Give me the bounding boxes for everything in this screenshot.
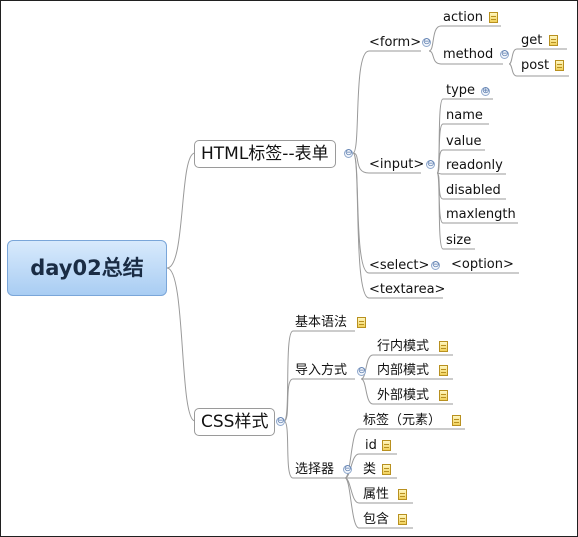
note-icon — [439, 390, 448, 401]
node-input-attr[interactable]: type — [446, 83, 476, 98]
note-icon — [382, 440, 391, 451]
node-input-attr[interactable]: readonly — [446, 158, 503, 173]
root-topic[interactable]: day02总结 — [7, 240, 167, 296]
note-icon — [452, 415, 461, 426]
edge-selector-items — [344, 428, 465, 529]
note-icon — [439, 341, 448, 352]
edge-html-textarea — [352, 152, 443, 299]
note-icon — [489, 12, 498, 23]
node-input-attr[interactable]: maxlength — [446, 207, 516, 222]
edge-root-html — [166, 152, 196, 269]
note-icon — [398, 489, 407, 500]
edge-method-post — [508, 63, 569, 77]
node-selector-item[interactable]: 类 — [363, 462, 377, 477]
edge-html-input — [352, 152, 421, 174]
edge-input-attrs — [436, 98, 518, 250]
collapse-toggle-icon[interactable]: ⊖ — [344, 148, 353, 158]
edge-form-method — [428, 50, 503, 65]
node-import-item[interactable]: 内部模式 — [377, 363, 430, 378]
edge-method-get — [508, 48, 567, 65]
node-selector-item[interactable]: id — [365, 438, 377, 453]
node-action[interactable]: action — [443, 10, 484, 25]
note-icon — [382, 464, 391, 475]
node-textarea[interactable]: <textarea> — [369, 282, 446, 297]
node-method[interactable]: method — [443, 47, 494, 62]
branch-css[interactable]: CSS样式 — [194, 408, 276, 436]
node-css-syntax[interactable]: 基本语法 — [295, 315, 348, 330]
edge-import-items — [360, 354, 453, 405]
node-import-item[interactable]: 行内模式 — [377, 339, 430, 354]
node-input-attr[interactable]: disabled — [446, 183, 501, 198]
edge-css-import — [283, 378, 355, 422]
collapse-toggle-icon[interactable]: ⊖ — [343, 464, 352, 474]
note-icon — [555, 60, 564, 71]
node-input-attr[interactable]: name — [446, 108, 483, 123]
node-option[interactable]: <option> — [451, 257, 514, 272]
node-select[interactable]: <select> — [369, 258, 430, 273]
note-icon — [549, 35, 558, 46]
node-input[interactable]: <input> — [369, 157, 425, 172]
note-icon — [439, 365, 448, 376]
node-import-item[interactable]: 外部模式 — [377, 388, 430, 403]
collapse-toggle-icon[interactable]: ⊖ — [426, 159, 435, 169]
note-icon — [357, 317, 366, 328]
edge-form-action — [428, 25, 501, 52]
edge-root-css — [166, 267, 196, 422]
node-selector-item[interactable]: 标签（元素） — [363, 413, 442, 428]
collapse-toggle-icon[interactable]: ⊖ — [276, 416, 285, 426]
collapse-toggle-icon[interactable]: ⊖ — [357, 366, 366, 376]
node-input-attr[interactable]: value — [446, 134, 482, 149]
node-form[interactable]: <form> — [369, 35, 422, 50]
edge-css-syntax — [283, 330, 355, 422]
collapse-toggle-icon[interactable]: ⊖ — [431, 260, 440, 270]
node-selector-item[interactable]: 包含 — [363, 512, 390, 527]
collapse-toggle-icon[interactable]: ⊖ — [422, 37, 431, 47]
node-post[interactable]: post — [521, 58, 550, 73]
edge-html-form — [352, 50, 421, 154]
expand-toggle-icon[interactable]: ⊕ — [481, 86, 490, 96]
node-css-selector[interactable]: 选择器 — [295, 462, 335, 477]
note-icon — [398, 514, 407, 525]
node-css-import[interactable]: 导入方式 — [295, 363, 348, 378]
branch-html-form[interactable]: HTML标签--表单 — [194, 140, 336, 168]
node-get[interactable]: get — [521, 33, 543, 48]
collapse-toggle-icon[interactable]: ⊖ — [500, 49, 509, 59]
node-selector-item[interactable]: 属性 — [363, 487, 390, 502]
edge-css-selector — [283, 420, 355, 479]
node-input-attr[interactable]: size — [446, 233, 472, 248]
